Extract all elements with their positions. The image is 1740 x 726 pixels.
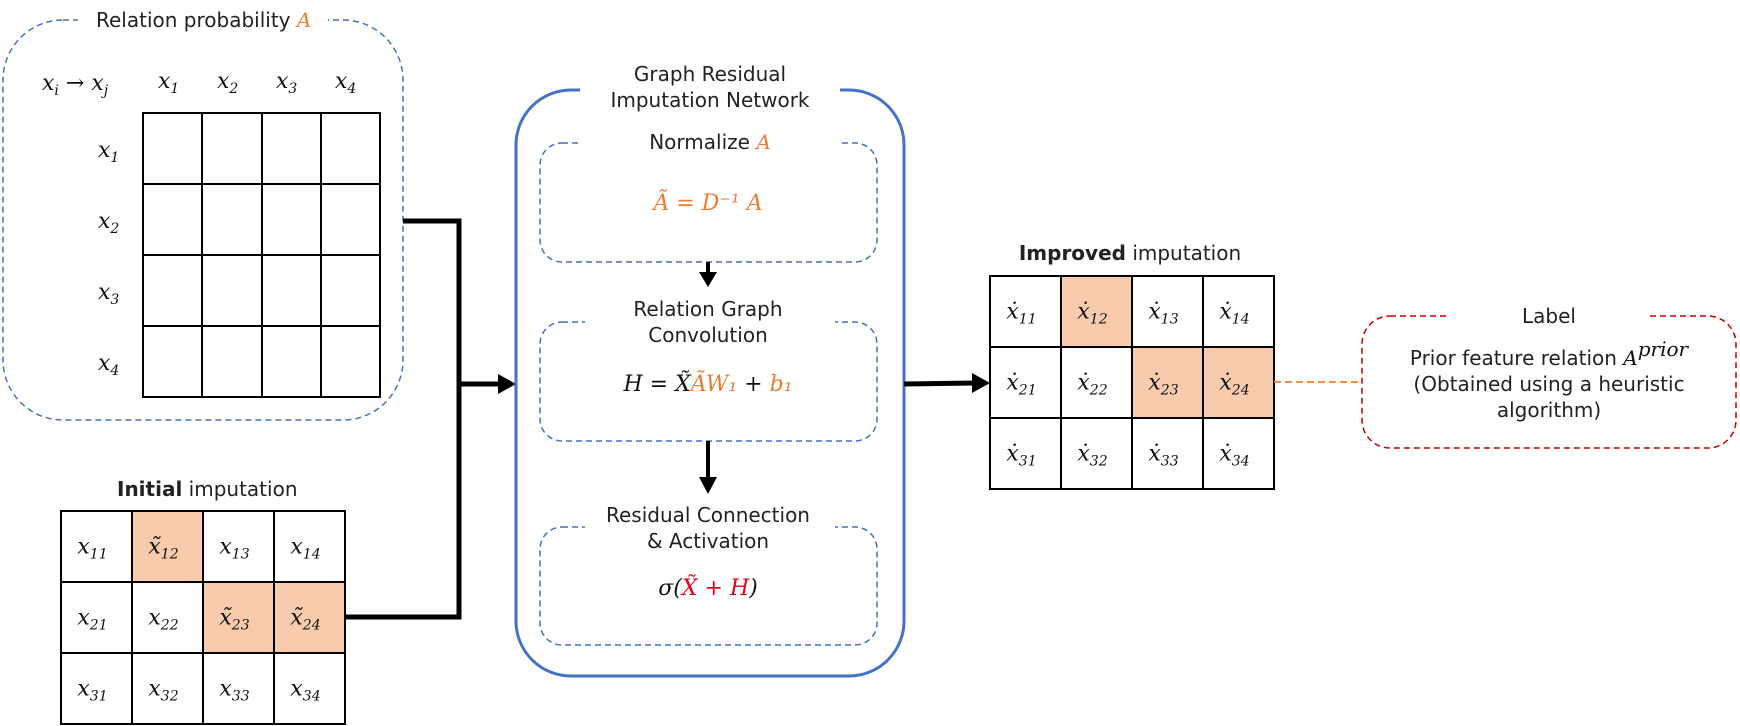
- label-panel-frame: [1361, 315, 1737, 449]
- row-header-x4: x4: [98, 351, 119, 379]
- improved-imputation-title: Improved imputation: [1019, 241, 1241, 265]
- col-header-x1: x1: [158, 69, 179, 97]
- initial_imputation-cell: x31: [77, 677, 107, 705]
- initial-matrix-grid: [60, 510, 346, 725]
- label-panel-line3: algorithm): [1497, 398, 1601, 422]
- conv-title-line1: Relation Graph: [633, 297, 782, 321]
- initial_imputation-cell: x32: [148, 677, 178, 705]
- improved_imputation-cell: ẋ11: [1006, 300, 1036, 328]
- input-connectors: [345, 218, 498, 620]
- improved_imputation-cell: ẋ33: [1148, 442, 1178, 470]
- initial_imputation-cell: x34: [290, 677, 320, 705]
- improved-imputation-panel: Improved imputation ẋ11 ẋ12 ẋ13 ẋ14 ẋ21 ẋ22 ẋ2…: [989, 241, 1275, 490]
- relation-matrix-grid: [142, 112, 381, 398]
- arrow-to-improved: [972, 373, 990, 393]
- improved_imputation-cell: ẋ22: [1077, 371, 1107, 399]
- initial_imputation-cell: x22: [148, 606, 178, 634]
- highlight-cell-x24: [274, 582, 345, 653]
- graph-convolution-block: Relation Graph Convolution H = X̃ÃW₁ + b…: [539, 292, 878, 442]
- relation-corner-label: xi → xj: [42, 71, 109, 99]
- label-panel-line2: (Obtained using a heuristic: [1413, 372, 1684, 396]
- residual-block: Residual Connection & Activation σ(X̃ + …: [539, 500, 878, 646]
- graph-residual-network: Graph Residual Imputation Network Normal…: [514, 60, 906, 678]
- relation-probability-panel: Relation probability A xi → xj x1 x2 x3 …: [2, 6, 404, 421]
- label-panel: Label Prior feature relation Aprior (Obt…: [1361, 302, 1737, 449]
- initial-imputation-title: Initial imputation: [117, 477, 298, 501]
- improved_imputation-cell: ẋ24: [1219, 371, 1249, 399]
- improved_imputation-cell: ẋ31: [1006, 442, 1036, 470]
- relation-panel-title: Relation probability A: [96, 8, 311, 32]
- col-header-x4: x4: [335, 69, 356, 97]
- initial_imputation-cell: x̃12: [148, 535, 178, 563]
- network-title-line2: Imputation Network: [610, 88, 809, 112]
- label-panel-title: Label: [1522, 304, 1576, 328]
- highlight-cell-x23: [203, 582, 274, 653]
- relation-col-headers: x1 x2 x3 x4: [158, 69, 356, 97]
- improved-matrix-cells: ẋ11 ẋ12 ẋ13 ẋ14 ẋ21 ẋ22 ẋ23 ẋ24 ẋ31 ẋ32 ẋ33 ẋ34: [1006, 300, 1249, 470]
- row-header-x1: x1: [98, 138, 119, 166]
- col-header-x2: x2: [217, 69, 238, 97]
- arrow-into-network: [498, 374, 516, 394]
- network-title-line1: Graph Residual: [634, 62, 786, 86]
- label-panel-line1: Prior feature relation Aprior: [1410, 337, 1690, 370]
- initial_imputation-cell: x21: [77, 606, 107, 634]
- initial_imputation-cell: x14: [290, 535, 320, 563]
- residual-formula: σ(X̃ + H): [658, 575, 757, 601]
- initial_imputation-cell: x11: [77, 535, 107, 563]
- improved_imputation-cell: ẋ14: [1219, 300, 1249, 328]
- initial_imputation-cell: x13: [219, 535, 249, 563]
- initial-matrix-cells: x11 x̃12 x13 x14 x21 x22 x̃23 x̃24 x31 x32 x33 x34: [77, 535, 320, 705]
- initial_imputation-cell: x̃23: [219, 606, 249, 634]
- initial_imputation-cell: x̃24: [290, 606, 320, 634]
- normalize-block: Normalize A Ã = D⁻¹ A: [539, 128, 878, 263]
- improved_imputation-cell: ẋ21: [1006, 371, 1036, 399]
- arrow-normalize-to-conv: [699, 272, 717, 287]
- normalize-formula: Ã = D⁻¹ A: [651, 188, 762, 216]
- highlight-cell-dx24: [1203, 347, 1274, 418]
- highlight-cell-dx12: [1061, 276, 1132, 347]
- improved_imputation-cell: ẋ32: [1077, 442, 1107, 470]
- initial_imputation-cell: x33: [219, 677, 249, 705]
- normalize-title: Normalize A: [649, 130, 771, 154]
- arrow-conv-to-residual: [699, 477, 717, 494]
- initial-imputation-panel: Initial imputation x11 x̃12 x13 x14 x21 x22 x̃…: [60, 477, 346, 725]
- col-header-x3: x3: [276, 69, 297, 97]
- conv-formula: H = X̃ÃW₁ + b₁: [622, 369, 792, 397]
- row-header-x2: x2: [98, 209, 119, 237]
- conv-title-line2: Convolution: [648, 323, 768, 347]
- relation-row-headers: x1 x2 x3 x4: [98, 138, 119, 379]
- highlight-cell-x12: [132, 511, 203, 582]
- residual-title-line2: & Activation: [647, 529, 769, 553]
- improved_imputation-cell: ẋ13: [1148, 300, 1178, 328]
- output-connector: [903, 380, 976, 387]
- row-header-x3: x3: [98, 280, 119, 308]
- improved_imputation-cell: ẋ23: [1148, 371, 1178, 399]
- highlight-cell-dx23: [1132, 347, 1203, 418]
- residual-title-line1: Residual Connection: [606, 503, 810, 527]
- improved_imputation-cell: ẋ12: [1077, 300, 1107, 328]
- improved_imputation-cell: ẋ34: [1219, 442, 1249, 470]
